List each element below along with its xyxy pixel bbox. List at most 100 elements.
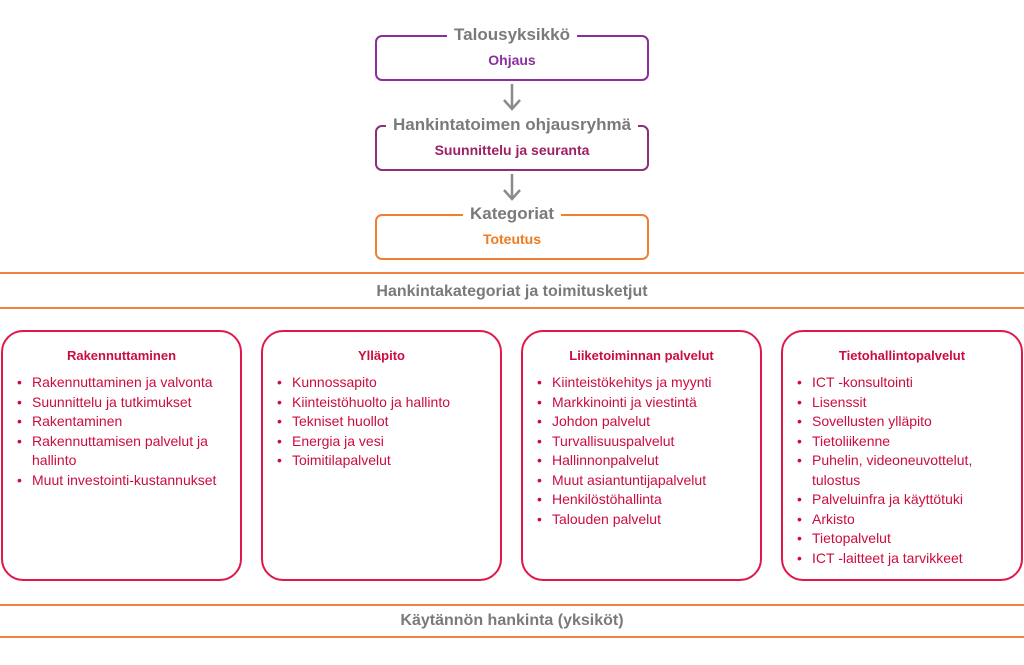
- bullet-icon: •: [537, 491, 542, 507]
- category-title: Ylläpito: [358, 348, 405, 363]
- list-item: • Johdon palvelut: [537, 412, 750, 432]
- divider-line: [0, 272, 1024, 274]
- bullet-icon: •: [797, 393, 802, 410]
- bullet-icon: •: [17, 432, 22, 449]
- box-title: Kategoriat: [462, 203, 562, 225]
- bullet-icon: •: [17, 471, 22, 488]
- list-item-text: Rakennuttaminen ja valvonta: [32, 374, 213, 390]
- list-item: • Puhelin, videoneuvottelut, tulostus: [797, 451, 1011, 490]
- list-item: • Rakentaminen: [17, 412, 230, 432]
- list-item: • Energia ja vesi: [277, 432, 490, 452]
- box-ohjausryhma: Hankintatoimen ohjausryhmä Suunnittelu j…: [375, 114, 649, 171]
- list-item: • Sovellusten ylläpito: [797, 412, 1011, 432]
- divider-line: [0, 636, 1024, 638]
- bullet-icon: •: [277, 452, 282, 468]
- list-item-text: Kiinteistöhuolto ja hallinto: [292, 393, 450, 410]
- band-label-top: Hankintakategoriat ja toimitusketjut: [376, 283, 648, 300]
- list-item-text: Arkisto: [812, 510, 855, 527]
- box-talousyksikko: Talousyksikkö Ohjaus: [375, 24, 649, 81]
- list-item-text: Tietoliikenne: [812, 432, 891, 449]
- list-item: • Kiinteistöhuolto ja hallinto: [277, 393, 490, 413]
- bullet-icon: •: [277, 432, 282, 449]
- list-item-text: Tekniset huollot: [292, 413, 389, 429]
- list-item-text: Suunnittelu ja tutkimukset: [32, 393, 192, 410]
- category-title: Liiketoiminnan palvelut: [569, 348, 714, 363]
- category-list: •ICT -konsultointi•Lisenssit•Sovellusten…: [797, 373, 1011, 568]
- divider-line: [0, 307, 1024, 309]
- list-item-text: Turvallisuuspalvelut: [552, 432, 675, 449]
- list-item-text: Energia ja vesi: [292, 432, 384, 449]
- list-item-text: Palveluinfra ja käyttötuki: [812, 491, 963, 507]
- divider-line: [0, 604, 1024, 606]
- bullet-icon: •: [797, 432, 802, 449]
- bullet-icon: •: [17, 374, 22, 390]
- list-item-text: Toimitilapalvelut: [292, 452, 391, 468]
- list-item-text: ICT -laitteet ja tarvikkeet: [812, 549, 963, 566]
- list-item-text: Rakennuttamisen palvelut ja hallinto: [32, 432, 208, 469]
- list-item: • Rakennuttaminen ja valvonta: [17, 373, 230, 393]
- list-item: • Henkilöstöhallinta: [537, 490, 750, 510]
- list-item: • Markkinointi ja viestintä: [537, 393, 750, 413]
- category-list: •Rakennuttaminen ja valvonta•Suunnittelu…: [17, 373, 230, 490]
- list-item: • Arkisto: [797, 510, 1011, 530]
- list-item: •Talouden palvelut: [537, 510, 750, 530]
- band-label-bottom: Käytännön hankinta (yksiköt): [400, 612, 624, 629]
- bullet-icon: •: [797, 549, 802, 566]
- bullet-icon: •: [277, 374, 282, 390]
- list-item: • Muut asiantuntijapalvelut: [537, 471, 750, 491]
- bullet-icon: •: [277, 413, 282, 429]
- bullet-icon: •: [537, 432, 542, 449]
- list-item-text: Sovellusten ylläpito: [812, 413, 932, 429]
- list-item: •Tietopalvelut: [797, 529, 1011, 549]
- list-item: • Tietoliikenne: [797, 432, 1011, 452]
- list-item: • Kiinteistökehitys ja myynti: [537, 373, 750, 393]
- category-box-yllapito: Ylläpito • Kunnossapito • Kiinteistöhuolto …: [261, 330, 502, 581]
- list-item-text: Puhelin, videoneuvottelut, tulostus: [812, 452, 973, 488]
- category-box-liiketoiminnan-palvelut: Liiketoiminnan palvelut • Kiinteistökehit…: [521, 330, 762, 581]
- bullet-icon: •: [17, 413, 22, 429]
- box-subtitle: Suunnittelu ja seuranta: [434, 142, 590, 158]
- bullet-icon: •: [797, 374, 802, 390]
- bullet-icon: •: [797, 510, 802, 527]
- bullet-icon: •: [537, 393, 542, 410]
- arrow-down-icon: [503, 174, 521, 201]
- bullet-icon: •: [797, 413, 802, 429]
- list-item: • Turvallisuuspalvelut: [537, 432, 750, 452]
- bullet-icon: •: [537, 413, 542, 429]
- list-item: • ICT -konsultointi: [797, 373, 1011, 393]
- list-item-text: Hallinnonpalvelut: [552, 452, 659, 468]
- list-item-text: Johdon palvelut: [552, 413, 651, 429]
- bullet-icon: •: [537, 374, 542, 390]
- bullet-icon: •: [277, 393, 282, 410]
- category-title: Tietohallintopalvelut: [838, 348, 966, 363]
- bullet-icon: •: [537, 471, 542, 488]
- list-item-text: Markkinointi ja viestintä: [552, 393, 697, 410]
- list-item: • ICT -laitteet ja tarvikkeet: [797, 549, 1011, 569]
- list-item: • Rakennuttamisen palvelut ja hallinto: [17, 432, 230, 471]
- list-item-text: ICT -konsultointi: [812, 374, 913, 390]
- bullet-icon: •: [797, 530, 802, 546]
- list-item-text: Henkilöstöhallinta: [552, 491, 662, 507]
- category-box-rakennuttaminen: Rakennuttaminen •Rakennuttaminen ja valv…: [1, 330, 242, 581]
- box-title: Talousyksikkö: [447, 24, 577, 46]
- list-item: •Muut investointi-kustannukset: [17, 471, 230, 491]
- list-item-text: Talouden palvelut: [552, 510, 661, 527]
- bullet-icon: •: [797, 491, 802, 507]
- list-item: •Suunnittelu ja tutkimukset: [17, 393, 230, 413]
- list-item-text: Muut asiantuntijapalvelut: [552, 471, 707, 488]
- box-subtitle: Ohjaus: [488, 52, 536, 68]
- list-item-text: Rakentaminen: [32, 413, 123, 429]
- box-title: Hankintatoimen ohjausryhmä: [385, 114, 639, 136]
- list-item: • Palveluinfra ja käyttötuki: [797, 490, 1011, 510]
- list-item-text: Kiinteistökehitys ja myynti: [552, 374, 712, 390]
- list-item: • Tekniset huollot: [277, 412, 490, 432]
- list-item: • Toimitilapalvelut: [277, 451, 490, 471]
- arrow-down-icon: [503, 84, 521, 111]
- category-list: • Kiinteistökehitys ja myynti • Markkinoint…: [537, 373, 750, 529]
- list-item: • Hallinnonpalvelut: [537, 451, 750, 471]
- list-item-text: Kunnossapito: [292, 374, 377, 390]
- bullet-icon: •: [537, 452, 542, 468]
- bullet-icon: •: [797, 452, 802, 468]
- box-subtitle: Toteutus: [482, 231, 542, 247]
- category-box-tietohallintopalvelut: Tietohallintopalvelut • ICT -konsultointi…: [781, 330, 1023, 581]
